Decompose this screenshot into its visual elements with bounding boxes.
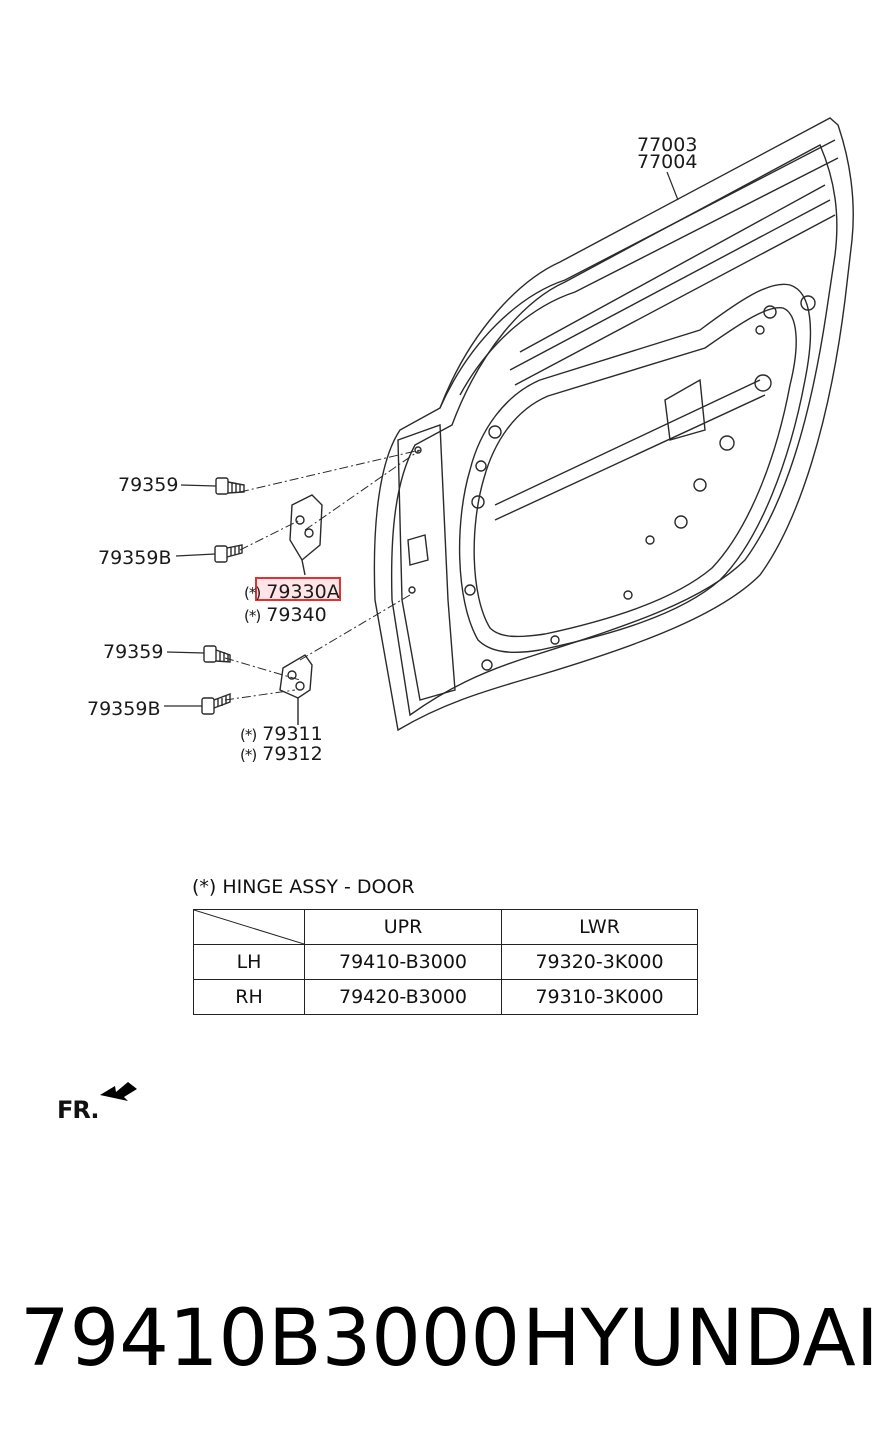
beltline-reinforcement	[494, 378, 766, 521]
asterisk-mark: (*)	[244, 607, 261, 625]
table-cell: 79420-B3000	[304, 979, 502, 1015]
window-frame-lower	[459, 157, 839, 396]
service-opening-inner	[473, 306, 797, 638]
highlight-box	[255, 577, 341, 601]
callout-77004: 77004	[637, 151, 698, 173]
callout-79359-upper: 79359	[118, 474, 179, 496]
table-corner-cell	[193, 909, 305, 945]
callout-79359b-upper: 79359B	[98, 547, 172, 569]
table-header-row: UPR LWR	[193, 909, 698, 945]
bolt-lower-1	[203, 645, 231, 663]
callout-79312-text: 79312	[262, 743, 323, 765]
bolt-upper-2	[214, 544, 243, 563]
table-cell: 79320-3K000	[501, 944, 698, 980]
table-cell: LH	[193, 944, 305, 980]
table-cell: 79310-3K000	[501, 979, 698, 1015]
leader-lines	[164, 171, 679, 707]
direction-label: FR.	[57, 1096, 99, 1124]
table-row: RH 79420-B3000 79310-3K000	[193, 979, 698, 1015]
hinge-assy-table: UPR LWR LH 79410-B3000 79320-3K000 RH 79…	[193, 909, 698, 1015]
callout-79311-text: 79311	[262, 723, 323, 745]
door-inner-outline	[390, 144, 838, 717]
callout-79340: (*) 79340	[244, 606, 327, 625]
lower-hinge	[279, 654, 313, 725]
callout-79330a: (*) 79330A	[244, 583, 340, 602]
upper-hinge	[289, 494, 323, 576]
door-outer-outline	[373, 117, 854, 732]
footer-brand: HYUNDAI	[522, 1294, 879, 1384]
table-cell: 79410-B3000	[304, 944, 502, 980]
table-row: LH 79410-B3000 79320-3K000	[193, 944, 698, 980]
diagonal-line	[194, 910, 304, 944]
bolt-upper-1	[215, 477, 245, 495]
callout-77003: 77003	[637, 134, 698, 156]
callout-79359b-lower: 79359B	[87, 698, 161, 720]
service-opening	[458, 283, 812, 653]
table-cell: RH	[193, 979, 305, 1015]
callout-79311: (*) 79311	[240, 725, 323, 744]
bolt-lower-2	[201, 692, 231, 715]
table-header-upr: UPR	[304, 909, 502, 945]
alignment-lines	[224, 449, 421, 701]
callout-79312: (*) 79312	[240, 745, 323, 764]
fr-arrow-icon	[100, 1082, 137, 1101]
table-header-lwr: LWR	[501, 909, 698, 945]
table-title: (*) HINGE ASSY - DOOR	[192, 876, 415, 898]
callout-79340-text: 79340	[266, 604, 327, 626]
asterisk-mark: (*)	[244, 584, 261, 602]
asterisk-mark: (*)	[240, 746, 257, 764]
window-frame-sash	[509, 184, 836, 386]
asterisk-mark: (*)	[240, 726, 257, 744]
hinge-pillar	[397, 424, 456, 701]
panel-holes	[408, 295, 816, 671]
callout-79359-lower: 79359	[103, 641, 164, 663]
footer-part-number: 79410B3000	[20, 1294, 521, 1384]
callout-79330a-text: 79330A	[266, 581, 340, 603]
window-frame-upper	[439, 139, 836, 409]
